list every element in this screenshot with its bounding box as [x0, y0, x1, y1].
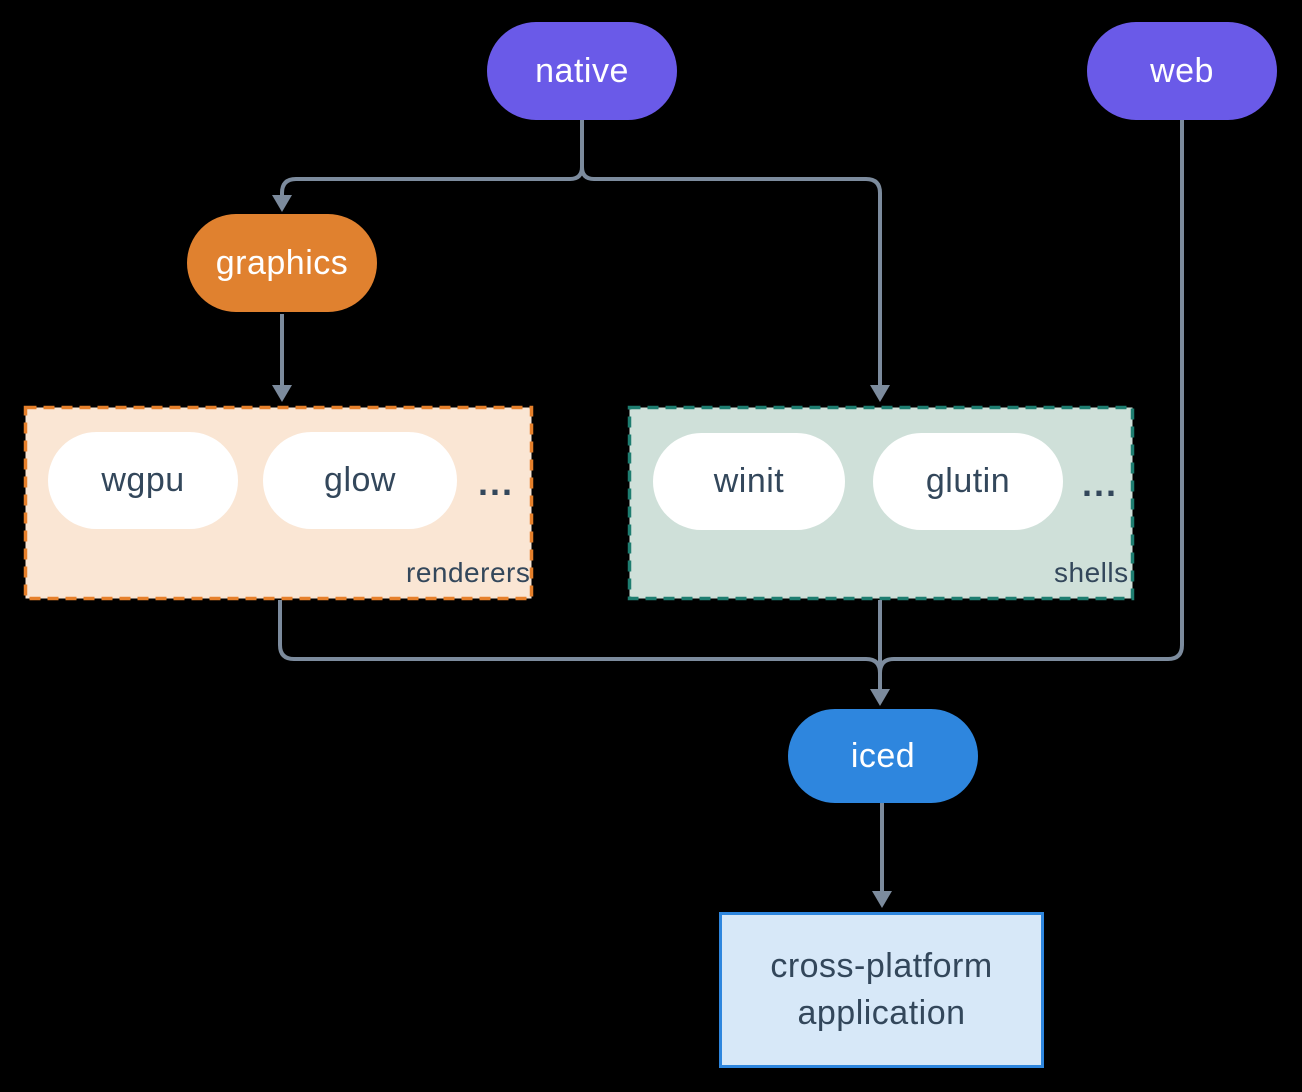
node-wgpu: wgpu — [48, 432, 238, 529]
connector-native-graphics — [280, 120, 584, 196]
node-graphics-label: graphics — [215, 243, 349, 282]
node-web-label: web — [1150, 51, 1214, 90]
node-iced-label: iced — [850, 736, 916, 775]
node-graphics: graphics — [187, 214, 377, 312]
arrowhead-app — [872, 891, 892, 908]
node-glow: glow — [263, 432, 457, 529]
node-glow-label: glow — [324, 461, 396, 499]
node-wgpu-label: wgpu — [101, 461, 185, 499]
renderers-ellipsis: ... — [478, 462, 515, 503]
app-label-line1: cross-platform — [770, 947, 993, 985]
arrowhead-renderers — [272, 385, 292, 402]
node-web: web — [1087, 22, 1277, 120]
node-native: native — [487, 22, 677, 120]
group-renderers-label: renderers — [406, 557, 531, 588]
arrowhead-graphics — [272, 195, 292, 212]
node-cross-platform-application: cross-platform application — [719, 912, 1044, 1068]
connector-native-shells — [580, 120, 882, 386]
node-winit-label: winit — [713, 462, 785, 500]
node-glutin-label: glutin — [925, 462, 1011, 500]
node-iced: iced — [788, 709, 978, 803]
connector-renderers-iced — [278, 600, 882, 690]
group-shells-label: shells — [1054, 557, 1129, 588]
shells-ellipsis: ... — [1082, 463, 1119, 504]
node-winit: winit — [653, 433, 845, 530]
node-native-label: native — [535, 51, 629, 90]
arrowhead-shells — [870, 385, 890, 402]
arrowhead-iced — [870, 689, 890, 706]
node-glutin: glutin — [873, 433, 1063, 530]
app-label-line2: application — [797, 994, 966, 1032]
